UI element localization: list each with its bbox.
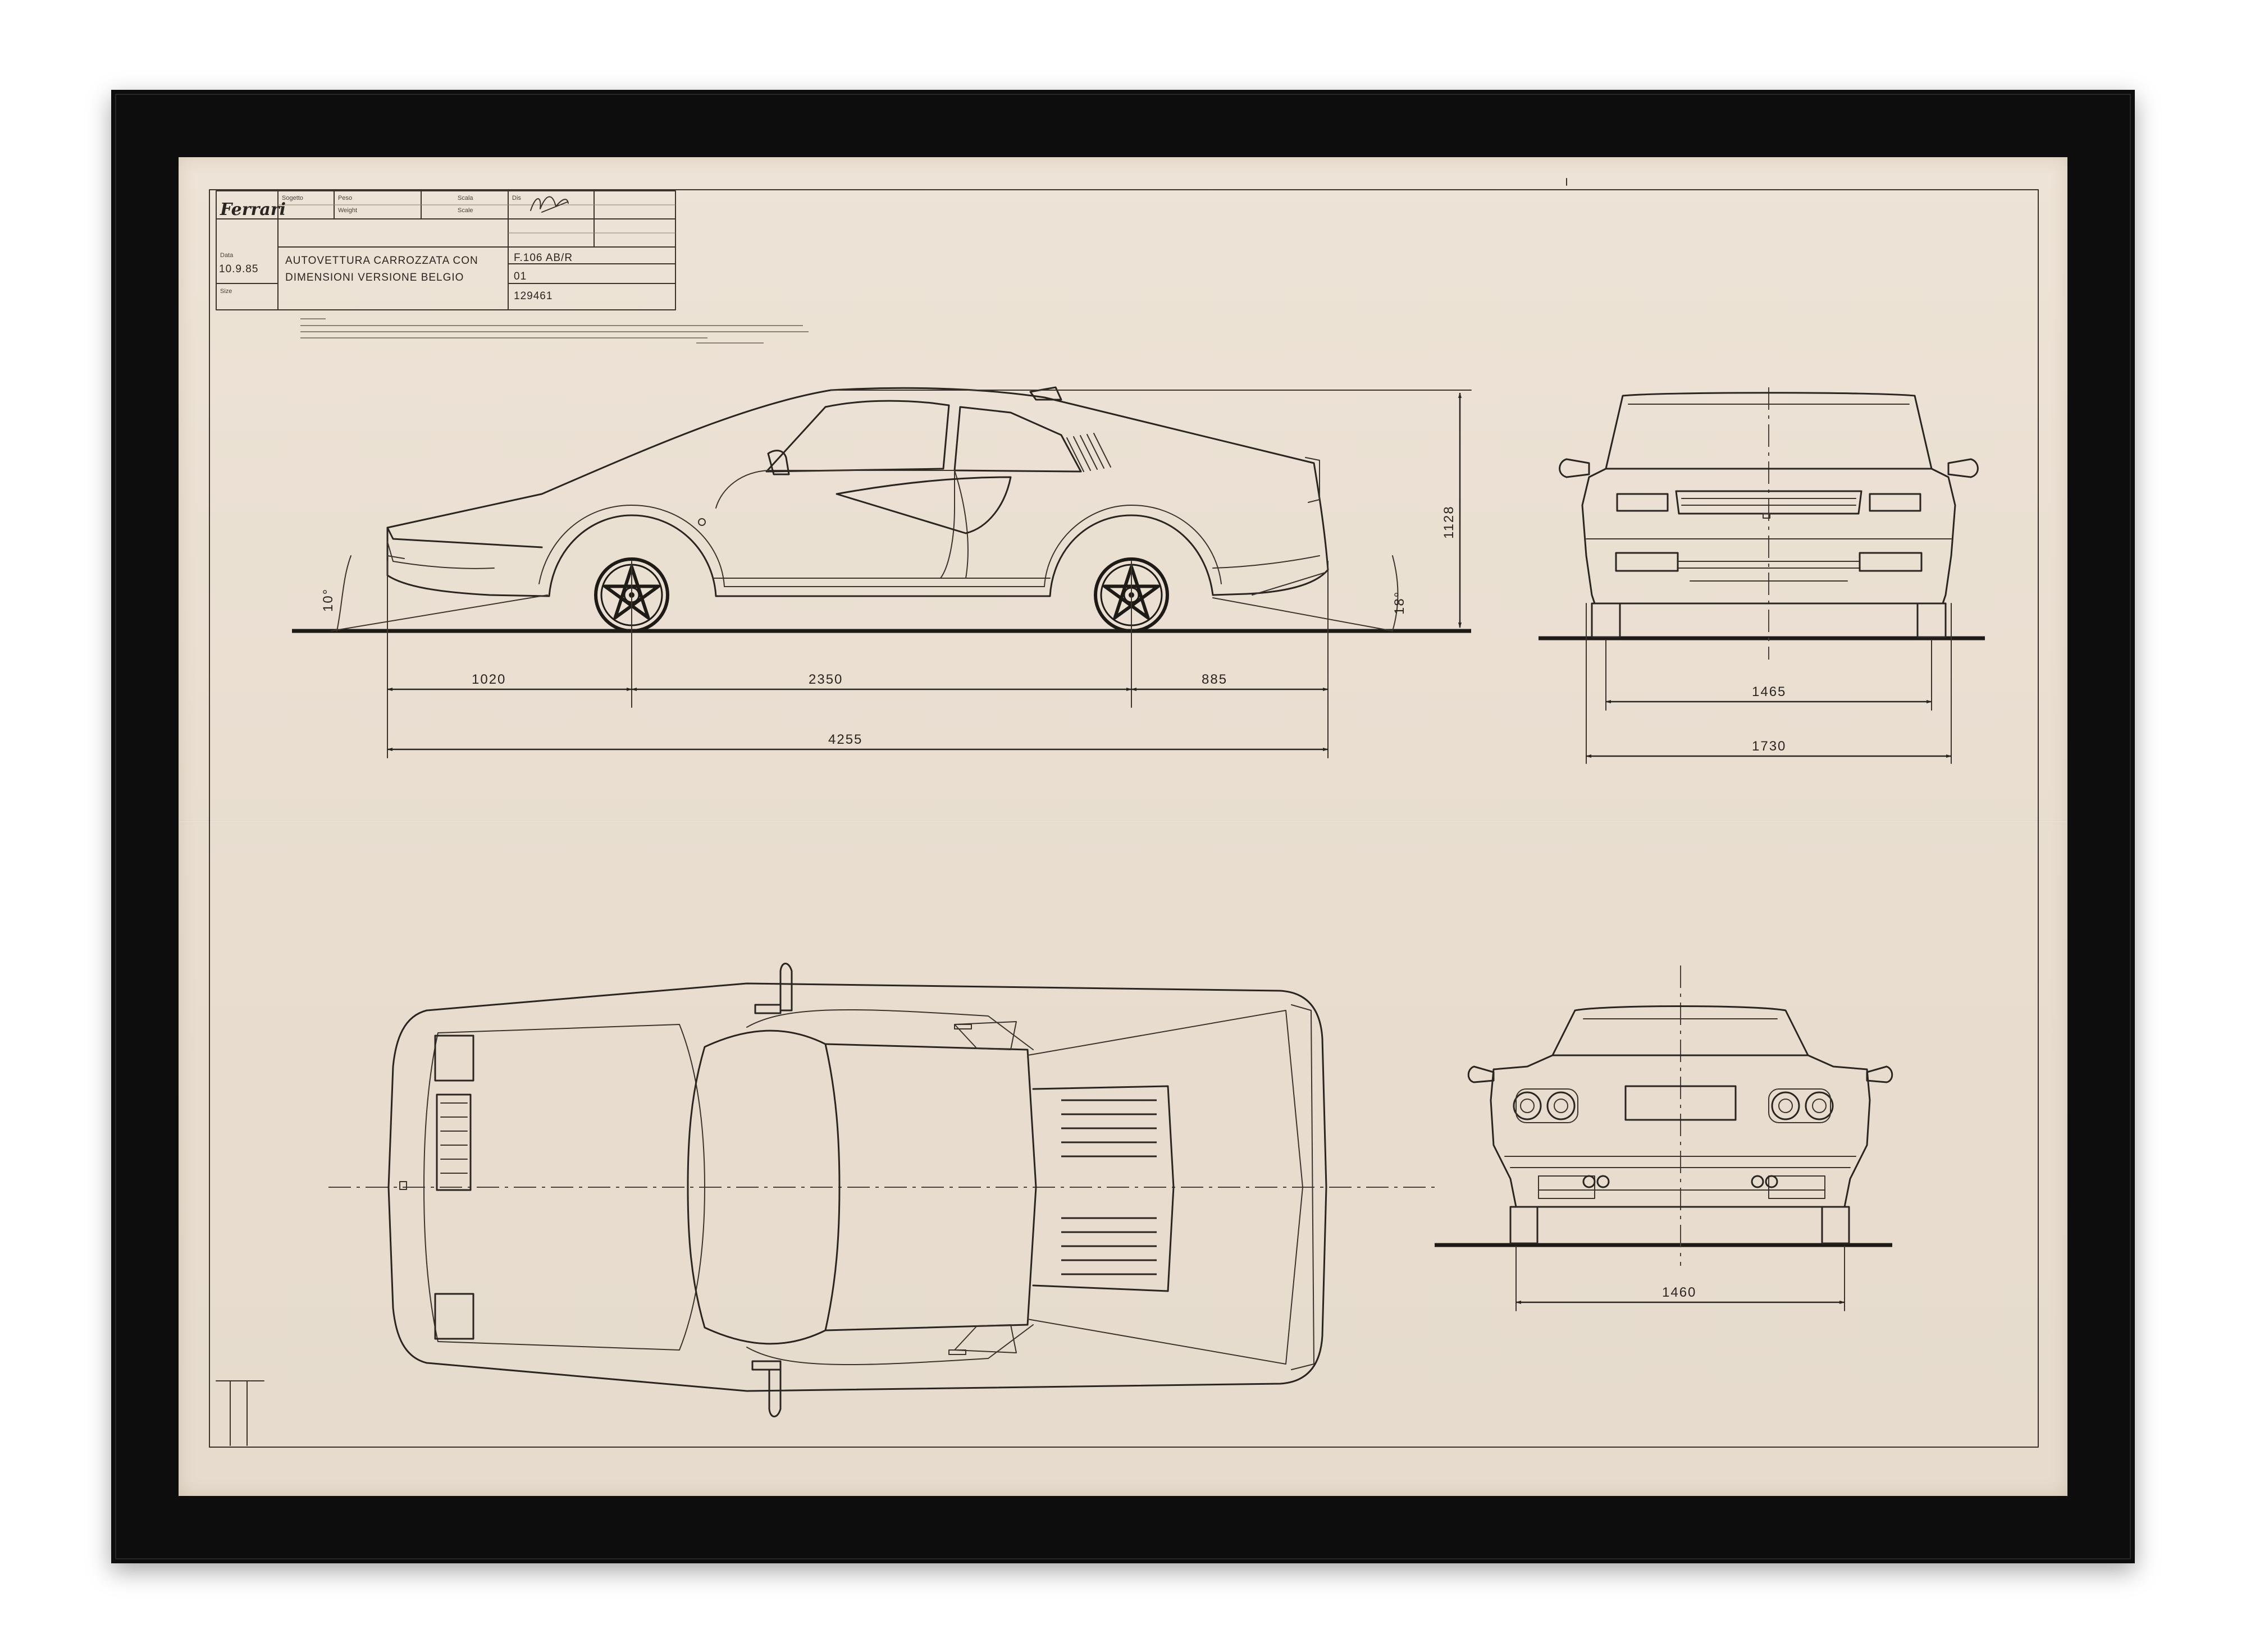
dim-overall-width: 1730 <box>1752 739 1786 754</box>
tb-sheet: 01 <box>514 271 527 282</box>
tb-subject-label: Sogetto <box>282 195 303 202</box>
top-view <box>328 963 1437 1417</box>
tb-scale-unit: Scale <box>458 207 473 214</box>
tb-scale-label: Scala <box>458 195 473 202</box>
drawing-border <box>209 189 2039 1448</box>
tb-weight-unit: Weight <box>338 207 357 214</box>
tb-size-label: Size <box>220 288 232 295</box>
tb-description-line2: DIMENSIONI VERSIONE BELGIO <box>285 272 464 283</box>
rear-view: 1460 <box>1435 965 1893 1311</box>
paper-fold-line <box>179 821 2067 823</box>
dim-approach-angle: 10° <box>321 588 336 612</box>
ferrari-logo-icon: Ferrari <box>220 200 286 219</box>
dim-wheelbase: 2350 <box>809 672 843 687</box>
tb-description-line1: AUTOVETTURA CARROZZATA CON <box>285 255 478 267</box>
dim-departure-angle: 18° <box>1392 591 1407 615</box>
tb-weight-label: Peso <box>338 195 352 202</box>
tb-drawing-number: 129461 <box>514 290 553 302</box>
dim-rear-track: 1460 <box>1662 1285 1696 1300</box>
title-block: Ferrari Sogetto Peso Weight Scala Scale … <box>216 190 809 344</box>
dim-rear-overhang: 885 <box>1202 672 1227 687</box>
notes-text-lines <box>300 318 809 344</box>
dim-front-track: 1465 <box>1752 684 1786 699</box>
tb-date: 10.9.85 <box>219 263 258 275</box>
tb-type-code: F.106 AB/R <box>514 252 573 264</box>
dim-overall-length: 4255 <box>828 732 862 747</box>
blueprint-paper <box>179 157 2067 1496</box>
dim-height: 1128 <box>1441 505 1457 539</box>
tb-date-label: Data <box>220 252 234 259</box>
dim-front-overhang: 1020 <box>472 672 506 687</box>
front-view: 1465 1730 <box>1539 387 1985 764</box>
tb-drawn-label: Dis <box>512 195 521 202</box>
margin-revision-box <box>216 1380 264 1446</box>
side-view: 1128 10° 18° 1020 2350 885 4255 <box>292 386 1472 758</box>
signature <box>530 196 569 213</box>
